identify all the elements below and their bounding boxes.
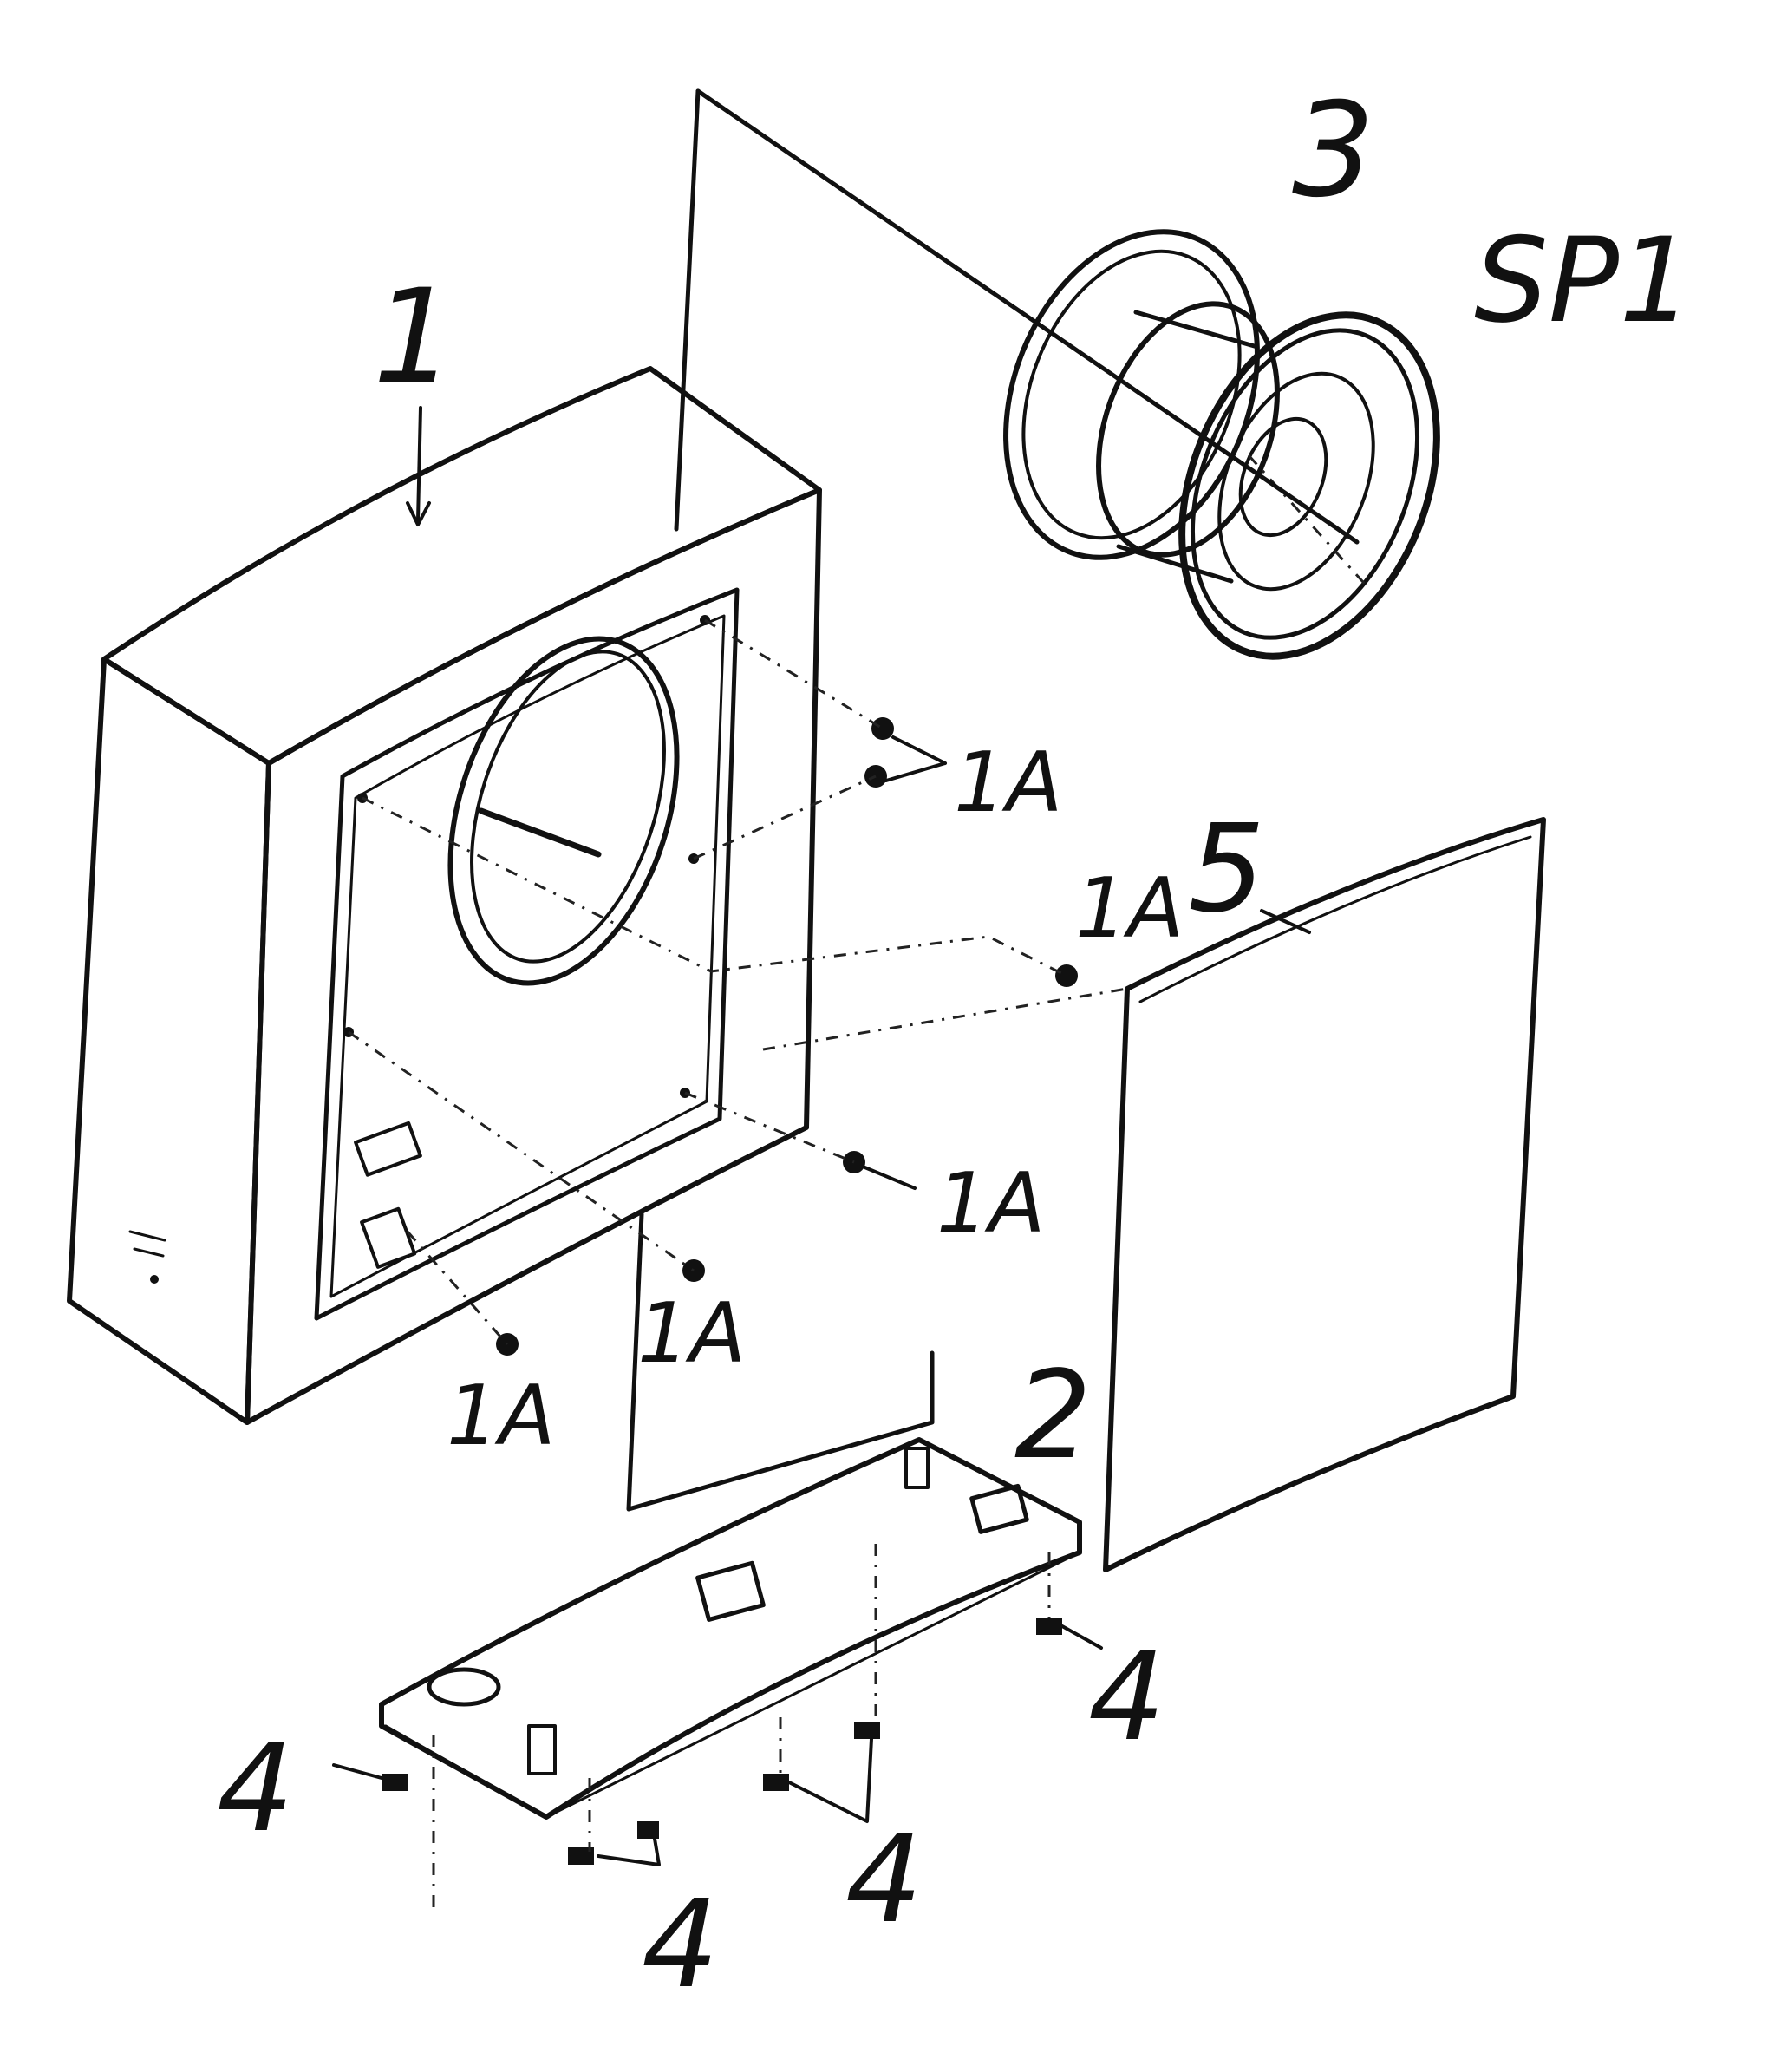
label-foot-1: 4 bbox=[217, 1718, 294, 1860]
label-screw-5: 1A bbox=[447, 1369, 555, 1464]
label-foot-2: 4 bbox=[642, 1874, 719, 2016]
back-panel bbox=[626, 88, 1360, 1512]
gasket-ring bbox=[1003, 229, 1260, 560]
labels: 1 3 SP1 5 2 1A 1A 1A 1A 1A 4 4 4 4 bbox=[217, 75, 1693, 2016]
base-plate bbox=[379, 1437, 1082, 1820]
speaker-cabinet bbox=[67, 366, 822, 1425]
screws-1a bbox=[348, 618, 1128, 1356]
label-gasket: 3 bbox=[1292, 75, 1374, 226]
label-screw-4: 1A bbox=[637, 1286, 746, 1382]
label-screw-3: 1A bbox=[936, 1156, 1045, 1252]
label-foot-4: 4 bbox=[1088, 1627, 1165, 1768]
label-screw-1: 1A bbox=[954, 735, 1062, 831]
label-base: 2 bbox=[1014, 1345, 1092, 1487]
label-speaker: SP1 bbox=[1474, 212, 1693, 349]
label-panel: 5 bbox=[1188, 799, 1265, 940]
label-foot-3: 4 bbox=[845, 1809, 923, 1951]
speaker-driver bbox=[1096, 301, 1440, 660]
front-panel bbox=[1103, 817, 1546, 1572]
feet bbox=[332, 1544, 1103, 1908]
label-cabinet: 1 bbox=[373, 262, 455, 413]
label-screw-2: 1A bbox=[1075, 861, 1184, 957]
